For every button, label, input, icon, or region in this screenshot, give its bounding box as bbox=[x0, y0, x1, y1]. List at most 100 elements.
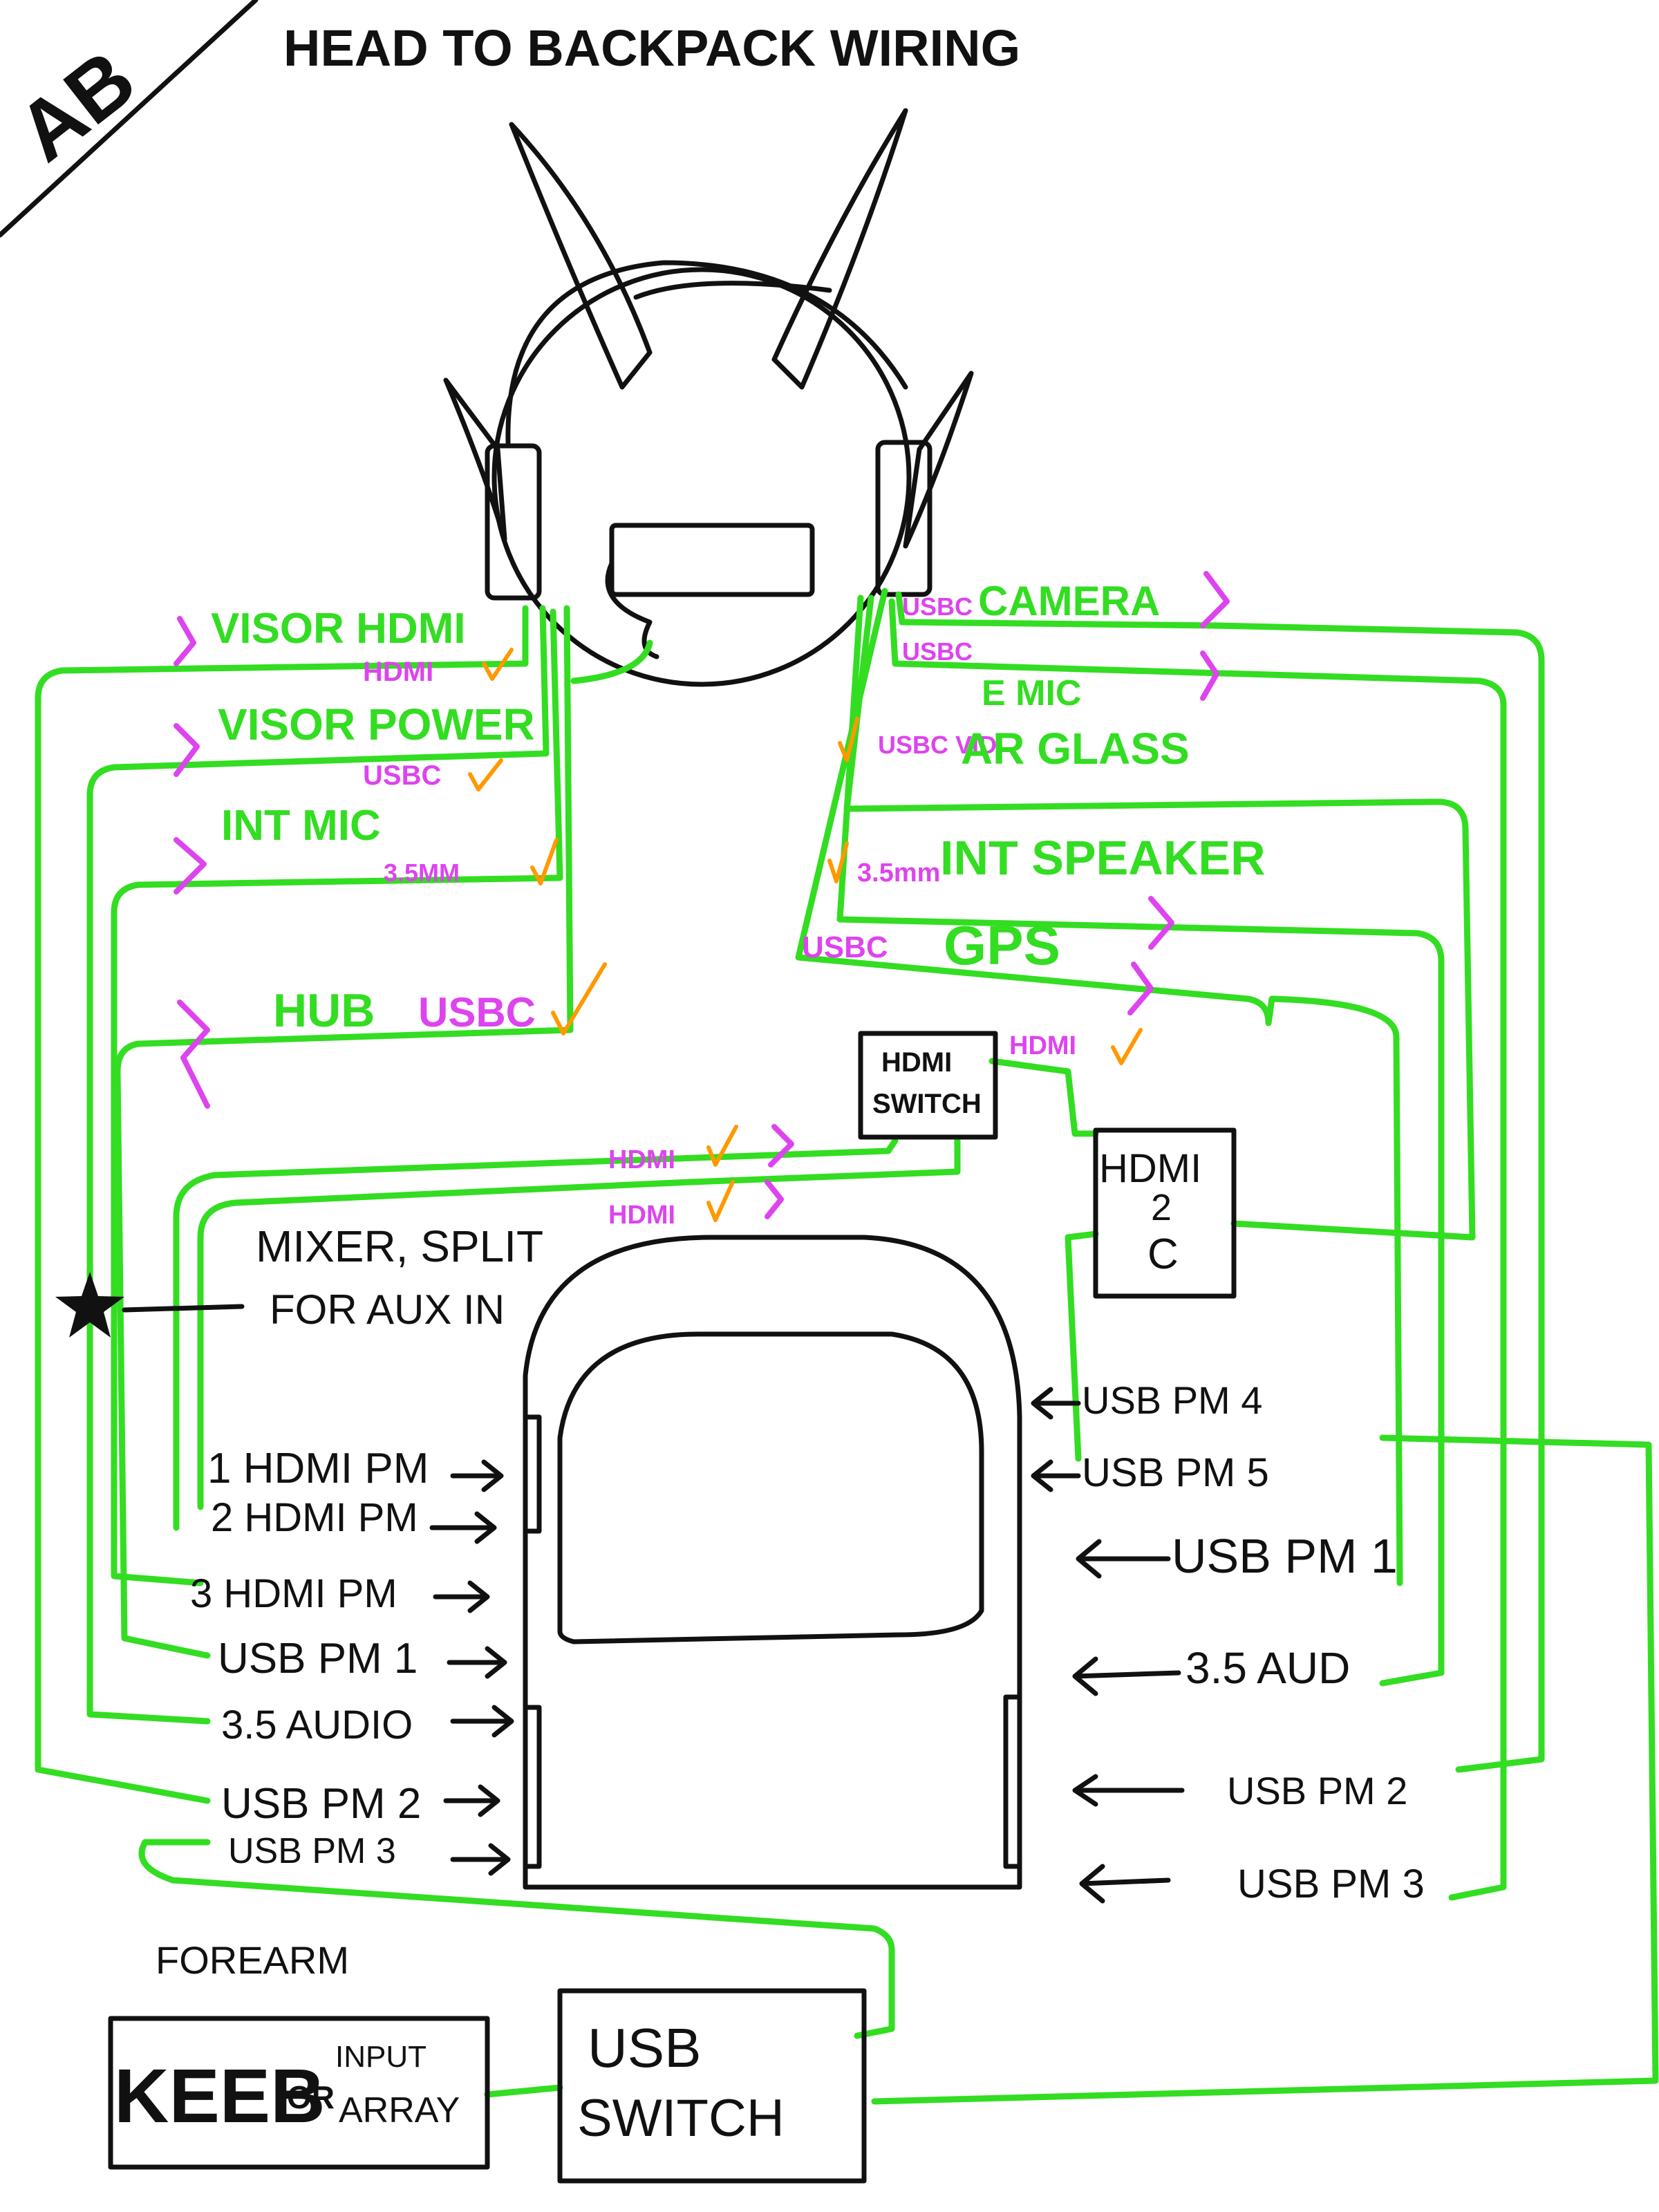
label-emic-port: USBC bbox=[902, 637, 973, 666]
zig-camera bbox=[1200, 571, 1230, 628]
label-e-mic: E MIC bbox=[982, 673, 1081, 713]
arrow-2hdmi bbox=[429, 1511, 497, 1544]
wire-keeb-to-switch bbox=[484, 2084, 563, 2098]
corner-divider bbox=[0, 0, 259, 238]
head-top-stroke bbox=[633, 281, 832, 300]
label-usbc-power: USBC bbox=[363, 760, 441, 791]
arrow-1hdmi bbox=[450, 1459, 504, 1492]
backpack-right-strap bbox=[1003, 1694, 1022, 1869]
left-earcup bbox=[485, 443, 542, 601]
check-usbc-power bbox=[468, 758, 503, 791]
checkmarks bbox=[468, 648, 1143, 1222]
left-port-usbpm2: USB PM 2 bbox=[221, 1780, 421, 1828]
right-ear bbox=[771, 108, 908, 390]
check-35mm bbox=[530, 838, 559, 885]
hdmi-switch-line2: SWITCH bbox=[872, 1089, 982, 1119]
check-hdmi-in-1 bbox=[706, 1125, 738, 1167]
left-side-horn bbox=[443, 377, 507, 542]
wire-pm3-to-switch bbox=[138, 1839, 895, 2039]
mixer-pointer bbox=[122, 1304, 245, 1313]
wire-visor-hdmi bbox=[35, 605, 529, 1804]
check-hdmi bbox=[482, 648, 514, 681]
arrow-usbpm1 bbox=[447, 1646, 507, 1679]
left-port-usbpm1: USB PM 1 bbox=[218, 1635, 418, 1683]
label-hdmi-in-2: HDMI bbox=[608, 1201, 675, 1230]
label-hub: HUB bbox=[273, 984, 375, 1037]
zig-visor-hdmi bbox=[174, 616, 196, 666]
zig-emic bbox=[1200, 650, 1219, 701]
check-hdmi-in-2 bbox=[706, 1180, 735, 1222]
wire-camera bbox=[895, 591, 1545, 1773]
left-port-arrows bbox=[429, 1459, 514, 1876]
backpack-left-strap-bottom bbox=[523, 1705, 542, 1869]
wire-hub-usbc bbox=[114, 605, 574, 1659]
arrow-r-usbpm3 bbox=[1079, 1864, 1171, 1904]
right-port-usbpm1: USB PM 1 bbox=[1172, 1529, 1398, 1583]
label-hub-usbc: USBC bbox=[418, 989, 536, 1035]
wire-hdmi-in-1 bbox=[173, 1137, 899, 1531]
zig-int-mic bbox=[174, 837, 207, 894]
right-port-arrows bbox=[1031, 1387, 1185, 1904]
wire-hdmi-in-2b bbox=[197, 1179, 695, 1510]
check-arglass bbox=[838, 717, 859, 762]
wire-mic-boom bbox=[570, 639, 653, 684]
right-port-usbpm3: USB PM 3 bbox=[1237, 1862, 1425, 1906]
keeb-alt1: INPUT bbox=[335, 2040, 427, 2074]
label-gps-port: USBC bbox=[802, 930, 888, 964]
label-ar-glass: AR GLASS bbox=[961, 724, 1190, 774]
zig-gps bbox=[1127, 962, 1154, 1015]
hdmi2c-line2: 2 bbox=[1151, 1187, 1172, 1228]
check-switch-out bbox=[1111, 1028, 1143, 1065]
label-hdmi-port: HDMI bbox=[363, 657, 433, 687]
label-int-speaker: INT SPEAKER bbox=[940, 831, 1266, 885]
left-port-3hdmi: 3 HDMI PM bbox=[190, 1571, 397, 1616]
left-ear bbox=[509, 122, 653, 390]
keeb-alt2: ARRAY bbox=[339, 2090, 460, 2130]
keeb-main: KEEB bbox=[114, 2054, 326, 2139]
label-camera: CAMERA bbox=[978, 578, 1160, 624]
label-arglass-port: USBC VID bbox=[878, 731, 997, 759]
wire-int-speaker bbox=[836, 594, 1445, 1687]
right-port-usbpm4: USB PM 4 bbox=[1082, 1378, 1262, 1422]
arrow-35audio bbox=[450, 1705, 514, 1738]
arrow-r-usbpm5 bbox=[1031, 1459, 1081, 1492]
right-port-35aud: 3.5 AUD bbox=[1185, 1643, 1350, 1693]
backpack-body bbox=[523, 1235, 1022, 1890]
label-hdmi-in-1: HDMI bbox=[608, 1145, 675, 1174]
arrow-r-35aud bbox=[1072, 1656, 1181, 1696]
hdmi2c-line1: HDMI bbox=[1099, 1146, 1201, 1191]
zig-speaker bbox=[1148, 896, 1174, 950]
wire-2c-to-pm5 bbox=[1065, 1230, 1099, 1462]
right-port-usbpm5: USB PM 5 bbox=[1082, 1450, 1269, 1495]
left-port-1hdmi: 1 HDMI PM bbox=[207, 1445, 429, 1492]
arrow-r-usbpm2 bbox=[1072, 1774, 1185, 1807]
head-outline bbox=[491, 267, 912, 687]
check-speaker bbox=[827, 841, 849, 883]
usb-switch-line2: SWITCH bbox=[577, 2089, 785, 2148]
check-hub bbox=[551, 962, 607, 1035]
visor-bar bbox=[609, 523, 815, 597]
right-earcup bbox=[875, 440, 932, 597]
connector-marks bbox=[174, 571, 1230, 1219]
zig-hdmi-in-1 bbox=[768, 1124, 794, 1168]
hdmi-switch-box bbox=[858, 1031, 998, 1140]
wire-usb-switch-right bbox=[871, 1434, 1659, 2105]
backpack-front-pocket bbox=[557, 1331, 984, 1644]
mixer-line1: MIXER, SPLIT bbox=[256, 1221, 543, 1271]
left-port-35audio: 3.5 AUDIO bbox=[221, 1703, 413, 1747]
label-camera-port: USBC bbox=[902, 592, 973, 621]
backpack-left-strap-top bbox=[523, 1414, 542, 1534]
left-port-2hdmi: 2 HDMI PM bbox=[211, 1495, 418, 1540]
arrow-r-usbpm4 bbox=[1031, 1387, 1081, 1420]
usb-switch-line1: USB bbox=[588, 2017, 702, 2079]
label-35mm: 3.5MM bbox=[384, 859, 460, 887]
wire-visor-power bbox=[86, 605, 550, 1725]
hdmi-switch-line1: HDMI bbox=[881, 1047, 952, 1078]
head-drawing bbox=[443, 108, 974, 687]
label-speaker-port: 3.5mm bbox=[857, 859, 940, 888]
arrow-usbpm3 bbox=[450, 1843, 511, 1876]
usb-switch-box bbox=[557, 1988, 867, 2184]
wire-switch-to-2c bbox=[988, 1058, 1099, 1137]
wire-ar-glass bbox=[843, 594, 1476, 1241]
mixer-star-icon bbox=[55, 1272, 124, 1338]
